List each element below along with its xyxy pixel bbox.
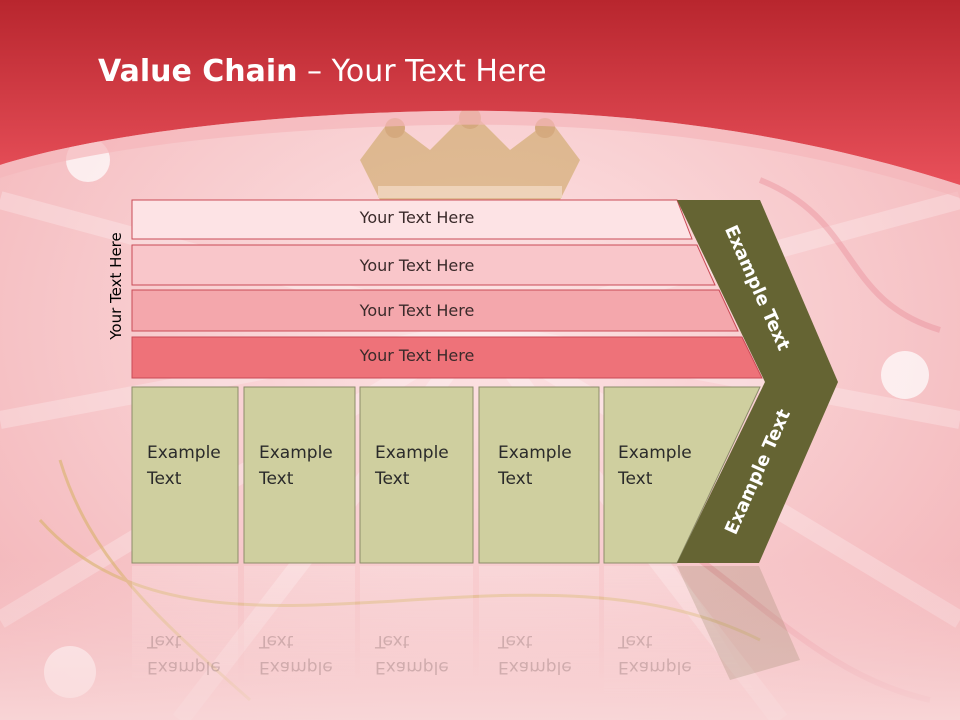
primary-column-3 <box>359 386 474 564</box>
support-row-1 <box>131 199 693 240</box>
support-row-3-label: Your Text Here <box>359 301 475 320</box>
page-title: Value Chain – Your Text Here <box>98 54 547 89</box>
support-row-1-label: Your Text Here <box>359 208 475 227</box>
margin-chevron-top <box>677 200 838 382</box>
primary-column-4 <box>478 386 600 564</box>
margin-chevron-bottom <box>677 382 838 563</box>
support-row-3 <box>131 289 739 332</box>
support-row-2 <box>131 244 716 286</box>
primary-column-1 <box>131 386 239 564</box>
support-row-4-label: Your Text Here <box>359 346 475 365</box>
primary-column-2 <box>243 386 356 564</box>
support-row-4 <box>131 336 763 379</box>
support-row-2-label: Your Text Here <box>359 256 475 275</box>
